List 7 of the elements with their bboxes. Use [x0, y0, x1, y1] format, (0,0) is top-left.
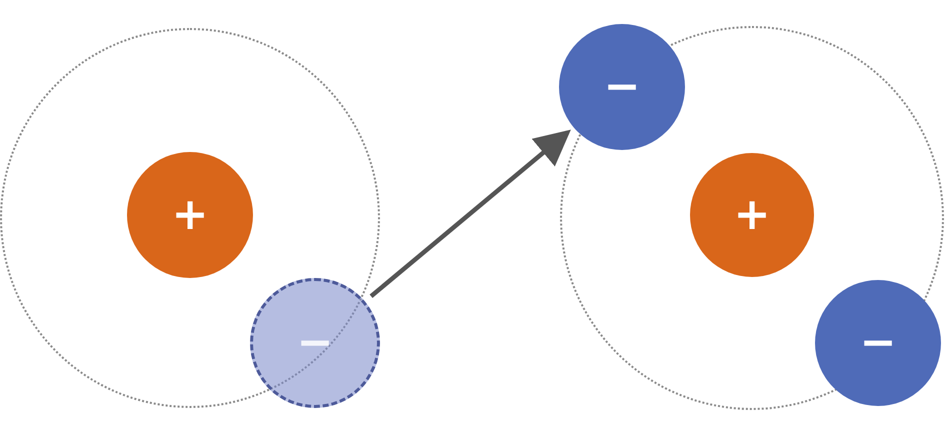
minus-sign: −: [604, 65, 640, 109]
orbit-circle: [0, 28, 380, 408]
minus-sign: −: [296, 321, 334, 365]
arrow: [370, 130, 571, 298]
plus-sign: +: [734, 193, 770, 237]
minus-sign: −: [860, 321, 896, 365]
plus-sign: +: [172, 193, 208, 237]
